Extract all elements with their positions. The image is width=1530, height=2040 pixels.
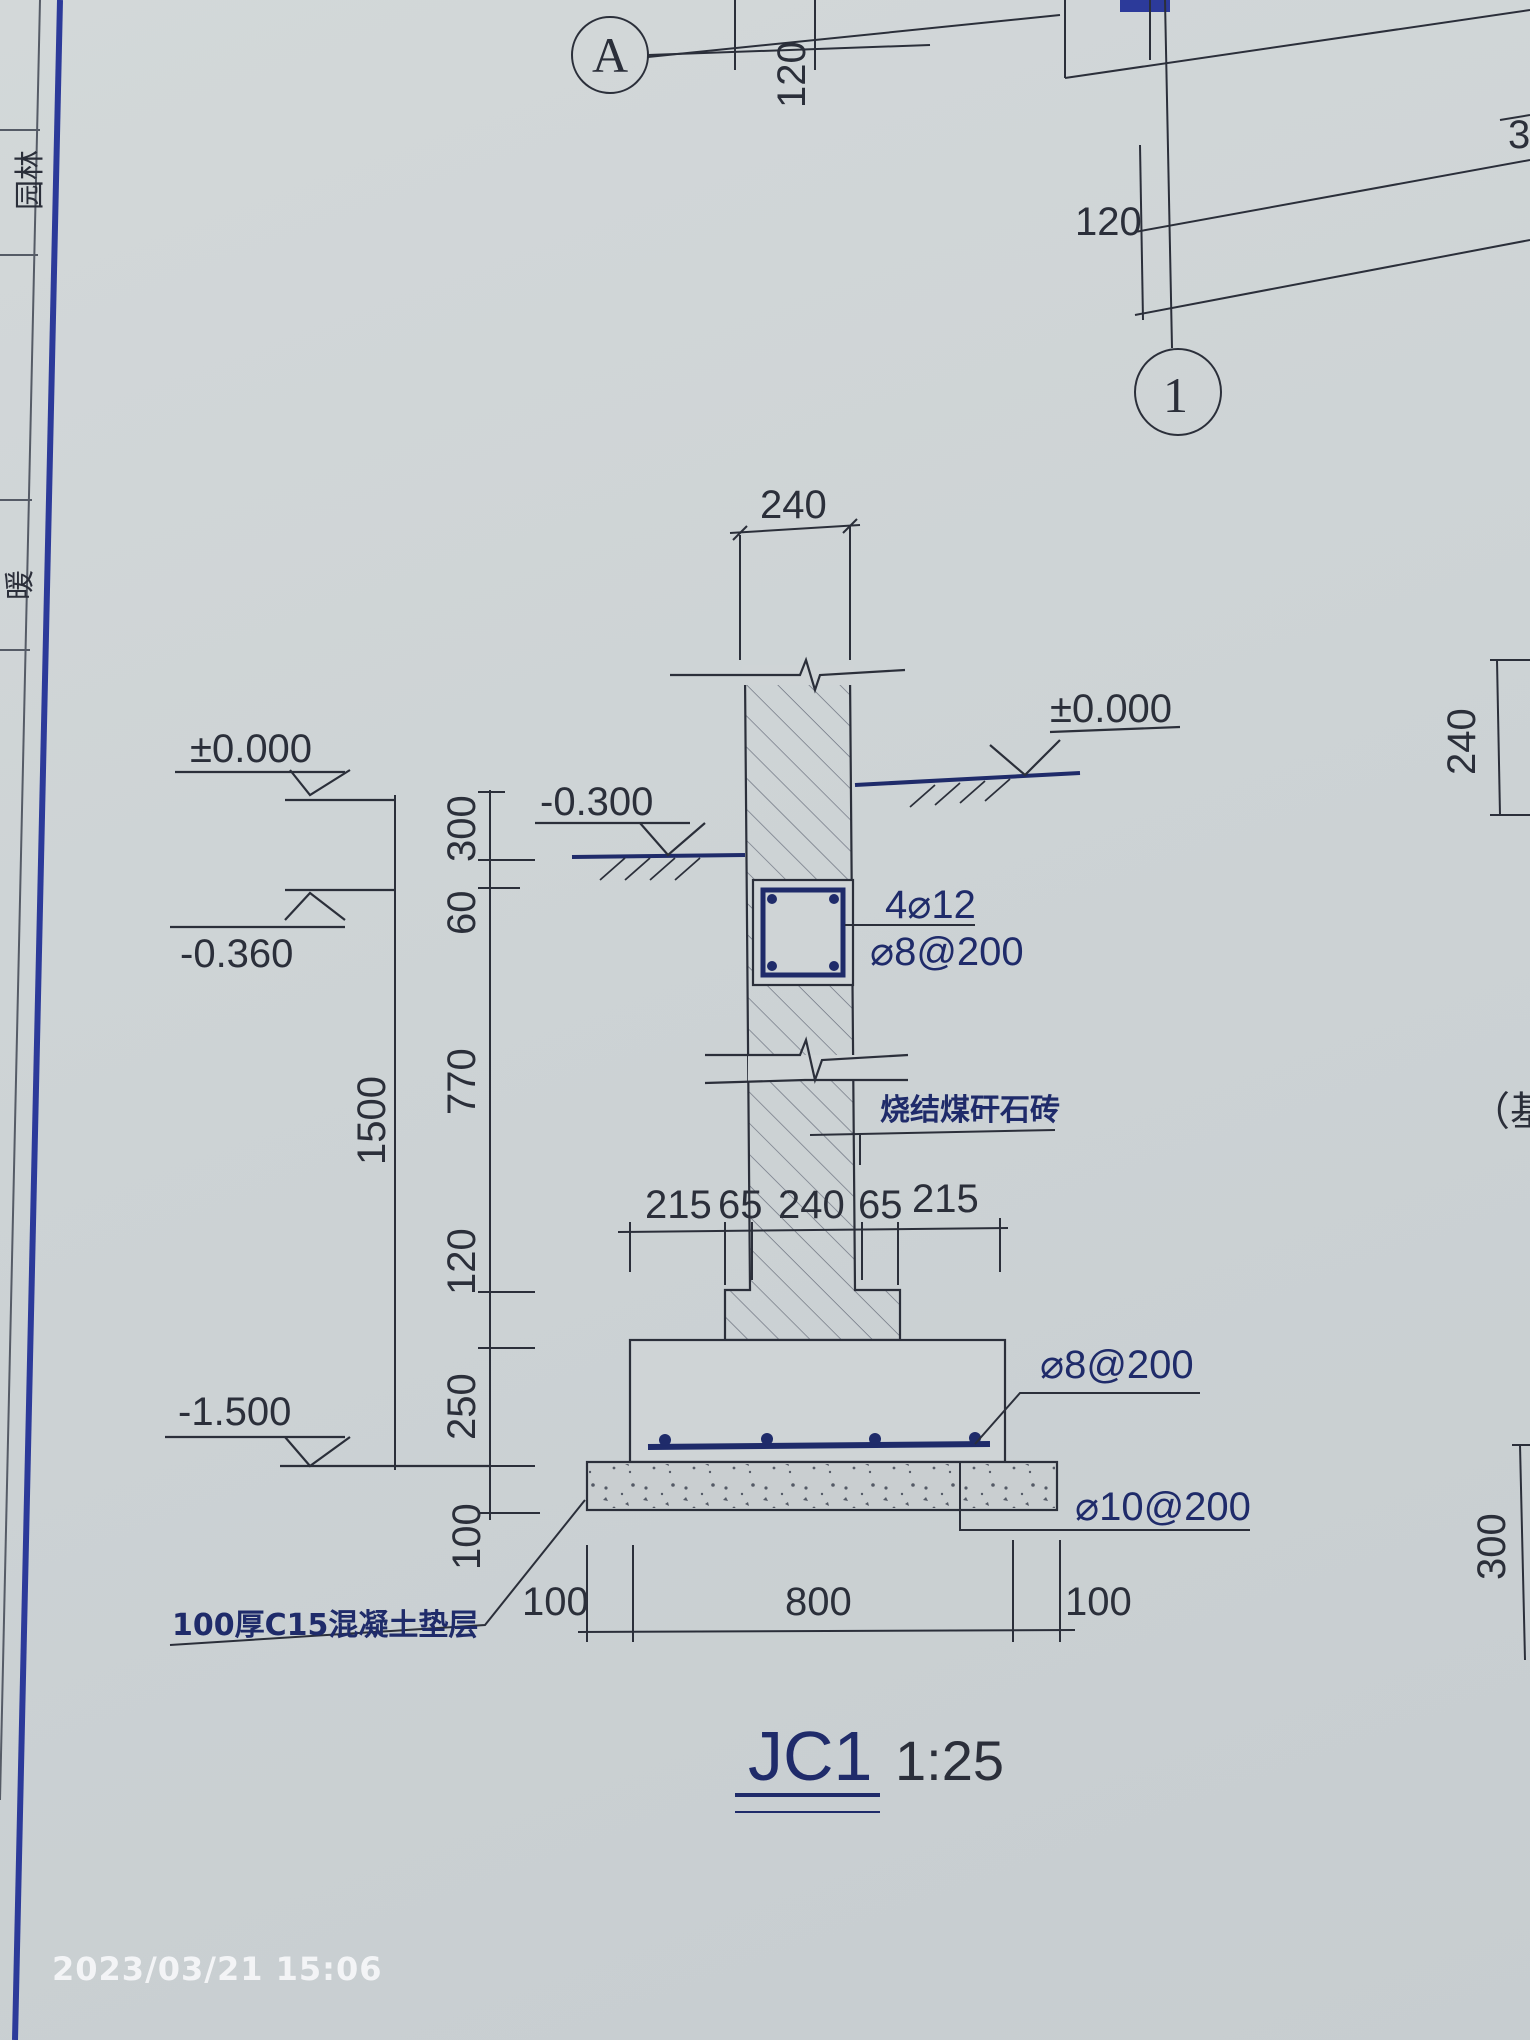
wall-material-label: 烧结煤矸石砖	[880, 1093, 1060, 1128]
step-dim-65-right: 65	[858, 1183, 903, 1227]
vdim-120: 120	[440, 1228, 484, 1295]
level-right-ground: ±0.000	[1050, 687, 1172, 731]
step-dim-215-left: 215	[645, 1183, 712, 1227]
ground-lines	[571, 771, 1081, 859]
title-block-edge: 园林 暖	[0, 0, 63, 2040]
right-bottom-paren: （	[1505, 1895, 1530, 1939]
ground-beam	[751, 878, 855, 987]
bottom-dim-chain	[577, 1540, 1076, 1642]
right-paren-label: （基	[1470, 1090, 1530, 1134]
bottom-dim-100-right: 100	[1065, 1580, 1132, 1624]
step-dim-215-right: 215	[912, 1177, 979, 1221]
vdim-1500: 1500	[350, 1076, 394, 1165]
leader-lines	[169, 924, 1250, 1646]
grid-bubble-1	[1134, 348, 1222, 436]
section-scale: 1:25	[895, 1729, 1004, 1792]
vdim-60: 60	[440, 891, 484, 936]
right-edge-fragment	[1490, 659, 1530, 1661]
step-dim-chain	[617, 1218, 1009, 1285]
plan-dim-120-a: 120	[770, 41, 814, 108]
step-dim-240: 240	[778, 1183, 845, 1227]
footing-top-rebar: ⌀8@200	[1040, 1343, 1194, 1387]
cushion-note: 100厚C15混凝土垫层	[172, 1608, 478, 1643]
step-dim-65-left: 65	[718, 1183, 763, 1227]
plan-dim-120-b: 120	[1075, 200, 1142, 244]
footing-bottom-rebar: ⌀10@200	[1075, 1485, 1251, 1529]
side-label-top: 园林	[13, 150, 48, 210]
soil-hatch	[599, 778, 1011, 881]
vertical-dim-texts: 300 60 770 120 250 100 1500	[350, 795, 489, 1570]
upper-plan-fragment	[571, 0, 1530, 436]
footing-rebar	[647, 1441, 991, 1450]
side-label-mid: 暖	[3, 570, 38, 600]
level-base: -1.500	[178, 1390, 291, 1434]
photo-timestamp: 2023/03/21 15:06	[52, 1950, 383, 1988]
grid-label-1: 1	[1163, 367, 1188, 423]
wall-width-dim: 240	[760, 483, 827, 527]
plan-dim-3: 3	[1508, 113, 1530, 157]
beam-main-bars: 4⌀12	[885, 883, 976, 927]
vdim-770: 770	[440, 1048, 484, 1115]
section-title: JC1	[748, 1717, 872, 1795]
vdim-250: 250	[440, 1373, 484, 1440]
grid-label-a: A	[592, 27, 628, 83]
level-outside-grade: -0.300	[540, 780, 653, 824]
level-beam-top: -0.360	[180, 932, 293, 976]
vertical-dim-chain	[394, 790, 540, 1520]
vdim-300: 300	[440, 795, 484, 862]
bottom-dim-800: 800	[785, 1580, 852, 1624]
beam-stirrups: ⌀8@200	[870, 930, 1024, 974]
break-line-top	[670, 656, 906, 694]
beam-stirrup	[760, 887, 846, 978]
foundation-section: 240	[165, 483, 1251, 1813]
right-dim-240: 240	[1440, 708, 1484, 775]
right-dim-300: 300	[1470, 1513, 1514, 1580]
level-markers	[165, 725, 1181, 1468]
bottom-dim-100-left: 100	[522, 1580, 589, 1624]
level-left-ground: ±0.000	[190, 727, 312, 771]
break-line-mid	[704, 1036, 909, 1085]
vdim-100: 100	[445, 1503, 489, 1570]
beam-bars	[767, 894, 839, 971]
